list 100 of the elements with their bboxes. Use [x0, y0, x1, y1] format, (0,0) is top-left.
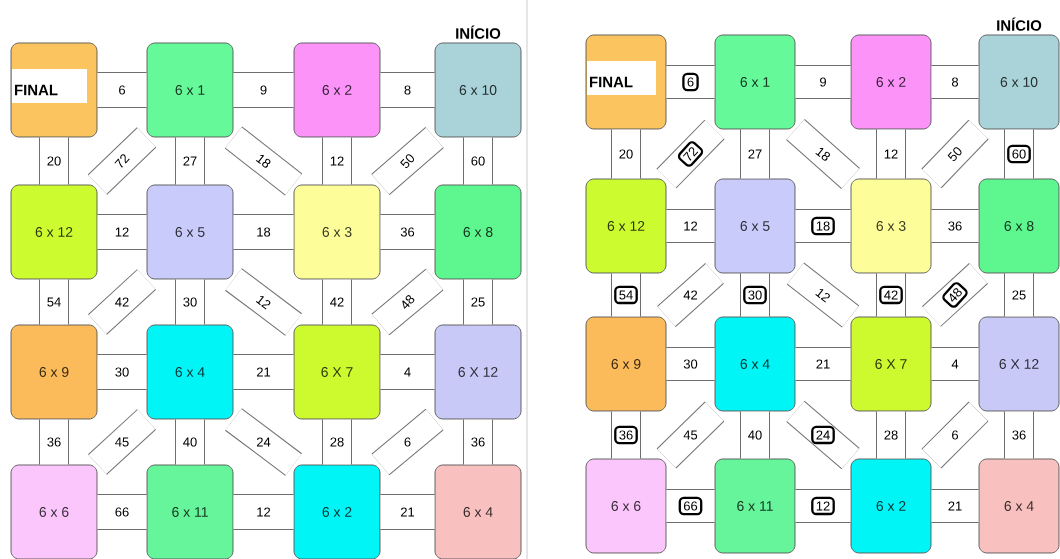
- edge-label: 21: [948, 501, 962, 511]
- edge-label: 72: [114, 154, 130, 168]
- corridor: [322, 279, 352, 325]
- multiplication-box: 6 x 11: [146, 464, 234, 559]
- corridor: [740, 411, 770, 459]
- circled-edge-label: 60: [1007, 144, 1031, 164]
- edge-label: 25: [471, 297, 485, 307]
- corridor: [740, 273, 770, 317]
- edge-label: 4: [951, 359, 959, 369]
- corridor: [666, 347, 715, 381]
- multiplication-box: 6 x 4: [978, 458, 1060, 554]
- corridor: [795, 65, 851, 99]
- multiplication-box: 6 x 5: [146, 184, 234, 280]
- corridor: [876, 129, 906, 179]
- multiplication-box: 6 x 2: [850, 458, 932, 554]
- corridor: [795, 489, 851, 523]
- corridor: [233, 214, 294, 250]
- corridor: [322, 419, 352, 465]
- edge-label: 45: [115, 437, 129, 447]
- edge-label: 18: [257, 227, 271, 237]
- corridor: [463, 279, 493, 325]
- corridor: [225, 268, 302, 336]
- edge-label: 30: [183, 297, 197, 307]
- edge-label: 36: [1012, 430, 1026, 440]
- corridor: [97, 214, 147, 250]
- corridor: [656, 401, 725, 469]
- multiplication-box: 6 x 1: [146, 42, 234, 138]
- corridor: [233, 354, 294, 390]
- corridor: [921, 401, 989, 469]
- corridor: [666, 209, 715, 243]
- corridor: [233, 72, 294, 108]
- corridor: [225, 408, 302, 476]
- corridor: [97, 354, 147, 390]
- multiplication-box: 6 X 12: [434, 324, 522, 420]
- corridor: [795, 347, 851, 381]
- corridor: [786, 400, 860, 470]
- corridor: [1004, 411, 1034, 459]
- multiplication-box: 6 x 4: [714, 316, 796, 412]
- corridor: [740, 129, 770, 179]
- multiplication-box: 6 x 6: [585, 458, 667, 554]
- corridor: [39, 137, 69, 185]
- edge-label: 50: [947, 147, 962, 161]
- corridor: [97, 494, 147, 530]
- corridor: [322, 137, 352, 185]
- edge-label: 54: [47, 297, 61, 307]
- multiplication-box: 6 X 12: [978, 316, 1060, 412]
- multiplication-box: 6 x 1: [714, 34, 796, 130]
- multiplication-box: 6 x 8: [434, 184, 522, 280]
- edge-label: 36: [400, 227, 415, 237]
- multiplication-box: 6 X 7: [850, 316, 932, 412]
- corridor: [795, 209, 851, 243]
- corridor: [656, 119, 725, 189]
- multiplication-box: 6 x 9: [10, 324, 98, 420]
- edge-label: 8: [404, 85, 411, 95]
- edge-label: 21: [256, 367, 271, 377]
- multiplication-box: 6 x 10: [434, 42, 522, 138]
- edge-label: 6: [952, 430, 959, 440]
- multiplication-box: 6 x 4: [146, 324, 234, 420]
- corridor: [931, 209, 979, 243]
- edge-label: 40: [748, 430, 762, 440]
- edge-label: 18: [255, 154, 271, 168]
- edge-label: 42: [683, 290, 698, 300]
- multiplication-box: 6 x 5: [714, 178, 796, 274]
- multiplication-box: 6 x 8: [978, 178, 1060, 274]
- edge-label: 42: [330, 297, 344, 307]
- corridor: [1004, 129, 1034, 179]
- edge-label: 21: [816, 359, 830, 369]
- corridor: [88, 409, 156, 475]
- multiplication-box: 6 x 6: [10, 464, 98, 559]
- corridor: [39, 419, 69, 465]
- circled-edge-label: 12: [811, 496, 835, 516]
- corridor: [380, 214, 435, 250]
- edge-label: 45: [683, 430, 698, 440]
- corridor: [786, 262, 860, 328]
- corridor: [786, 119, 860, 189]
- corridor: [463, 419, 493, 465]
- circled-edge-label: 42: [879, 285, 903, 305]
- multiplication-box: 6 x 10: [978, 34, 1060, 130]
- corridor: [175, 419, 205, 465]
- circled-edge-label: 72: [682, 147, 699, 161]
- corridor: [657, 263, 724, 327]
- corridor: [666, 489, 715, 523]
- edge-label: 6: [404, 437, 411, 447]
- edge-label: 12: [815, 289, 830, 303]
- corridor: [380, 72, 435, 108]
- final-box: FINAL: [585, 34, 667, 130]
- corridor: [611, 273, 641, 317]
- corridor: [97, 72, 147, 108]
- edge-label: 12: [884, 149, 898, 159]
- multiplication-box: 6 x 3: [850, 178, 932, 274]
- corridor: [380, 354, 435, 390]
- corridor: [611, 411, 641, 459]
- corridor: [371, 408, 444, 476]
- edge-label: 6: [119, 85, 126, 95]
- edge-label: 24: [256, 437, 271, 447]
- multiplication-box: 6 x 12: [10, 184, 98, 280]
- corridor: [224, 126, 303, 196]
- edge-label: 28: [330, 437, 344, 447]
- circled-edge-label: 48: [949, 288, 962, 302]
- start-label: INÍCIO: [456, 25, 501, 39]
